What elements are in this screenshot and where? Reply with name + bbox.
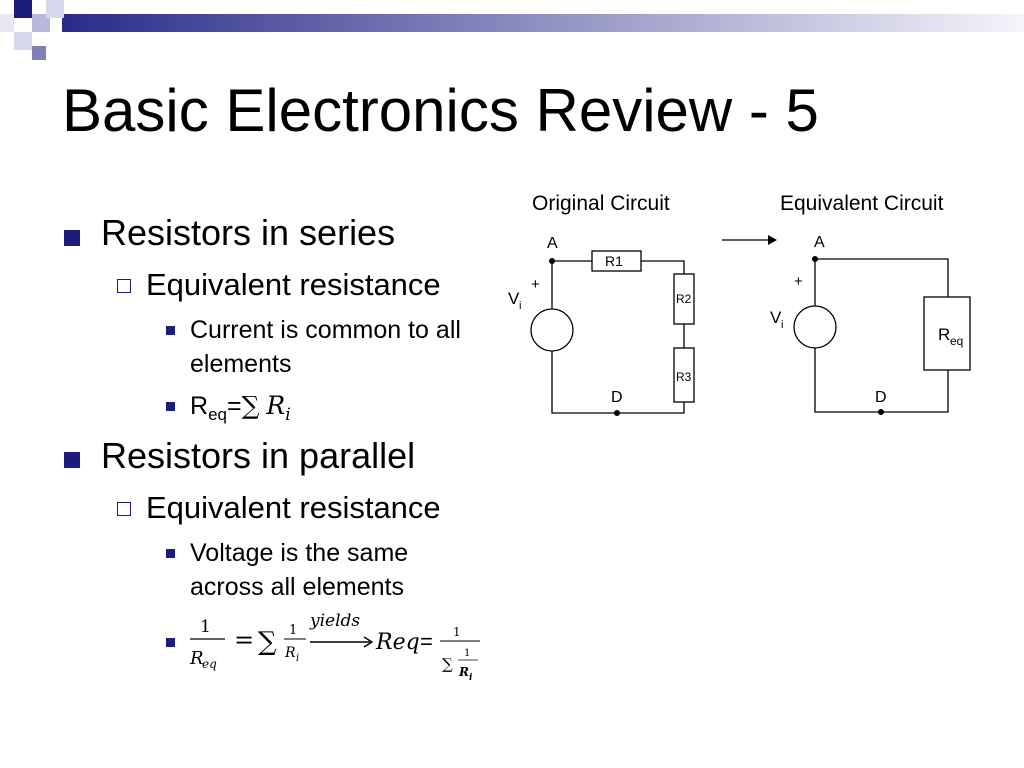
- node-d-dot: [614, 410, 620, 416]
- parallel-point-voltage-line2: across all elements: [190, 573, 404, 601]
- equals-sign: =: [420, 629, 433, 654]
- vi-label: V: [770, 308, 782, 327]
- banner-square: [0, 14, 14, 32]
- req-r: R: [190, 392, 209, 420]
- vi-sub: i: [519, 300, 521, 312]
- node-a-dot: [549, 258, 555, 264]
- resistor-r1: [591, 250, 642, 272]
- sum-symbol: ∑: [258, 627, 277, 657]
- sum-symbol: ∑: [442, 655, 453, 673]
- inner-denominator-sub: i: [469, 673, 473, 683]
- header-banner: [0, 0, 1024, 60]
- yields-label: yields: [309, 612, 360, 631]
- bullet-square-icon: [64, 452, 80, 468]
- inner-denominator-sub: i: [296, 653, 299, 664]
- equals-sign: =: [234, 626, 254, 654]
- node-d-dot: [878, 409, 884, 415]
- banner-square: [14, 0, 32, 18]
- arrow-head-icon: [768, 235, 777, 245]
- parallel-point-voltage-line1: Voltage is the same: [190, 539, 409, 567]
- vi-sub: i: [781, 319, 783, 331]
- circuit-diagram: Original Circuit Equivalent Circuit A D …: [508, 192, 971, 416]
- banner-square: [32, 14, 50, 32]
- req-equals: =: [226, 392, 242, 420]
- banner-square: [32, 46, 46, 60]
- node-a-dot: [812, 256, 818, 262]
- original-circuit: [530, 250, 695, 414]
- req-sub: eq: [208, 405, 227, 424]
- sum-symbol: ∑: [241, 391, 260, 420]
- node-d-label: D: [611, 389, 623, 406]
- inner-denominator-r: R: [458, 665, 469, 679]
- r2-label: R2: [676, 292, 692, 306]
- frac-denominator-sub: eq: [202, 657, 217, 671]
- r1-label: R1: [605, 253, 623, 269]
- ri-sub: i: [285, 405, 291, 425]
- voltage-source-icon: [793, 305, 837, 349]
- node-a-label: A: [547, 235, 558, 252]
- banner-square: [46, 0, 64, 18]
- series-point-current-line1: Current is common to all: [190, 316, 461, 344]
- resistor-r3: [673, 347, 695, 403]
- equivalent-circuit: [793, 258, 971, 413]
- series-sub-heading: Equivalent resistance: [146, 267, 441, 302]
- inner-denominator-r: R: [284, 645, 296, 661]
- hollow-bullet-icon: [117, 502, 131, 516]
- slide-title: Basic Electronics Review - 5: [62, 77, 819, 144]
- req-label: R: [938, 325, 950, 344]
- inner-numerator: 1: [289, 623, 297, 638]
- series-heading: Resistors in series: [101, 212, 396, 253]
- small-bullet-icon: [166, 638, 175, 647]
- hollow-bullet-icon: [117, 279, 131, 293]
- node-a-label: A: [814, 234, 825, 251]
- req-sub: eq: [950, 334, 963, 348]
- series-point-current-line2: elements: [190, 350, 292, 378]
- bullet-square-icon: [64, 230, 80, 246]
- resistor-req: [923, 296, 971, 371]
- small-bullet-icon: [166, 326, 175, 335]
- frac-denominator-r: R: [189, 648, 204, 669]
- equivalent-circuit-title: Equivalent Circuit: [780, 192, 944, 215]
- vi-label: V: [508, 289, 520, 308]
- wire: [815, 258, 949, 297]
- parallel-heading: Resistors in parallel: [101, 435, 416, 476]
- small-bullet-icon: [166, 402, 175, 411]
- series-req-formula: Req=∑ Ri: [190, 389, 291, 426]
- voltage-source-icon: [530, 308, 574, 352]
- parallel-sub-heading: Equivalent resistance: [146, 490, 441, 525]
- inner-numerator: 1: [464, 648, 470, 659]
- outer-numerator: 1: [453, 625, 461, 639]
- node-d-label: D: [875, 389, 887, 406]
- plus-sign: +: [531, 276, 540, 293]
- small-bullet-icon: [166, 549, 175, 558]
- r3-label: R3: [676, 370, 692, 384]
- parallel-req-formula: 1 R eq = ∑ 1 R i yields Req = 1 ∑ 1 R i: [189, 612, 480, 683]
- resistor-r2: [673, 273, 695, 325]
- plus-sign: +: [794, 273, 803, 290]
- ri-r: R: [266, 391, 286, 420]
- banner-square: [14, 32, 32, 50]
- req-label: Req: [375, 630, 420, 655]
- wire: [641, 260, 685, 274]
- arrow-head-icon: [363, 636, 374, 648]
- original-circuit-title: Original Circuit: [532, 192, 670, 215]
- frac-numerator: 1: [200, 617, 211, 637]
